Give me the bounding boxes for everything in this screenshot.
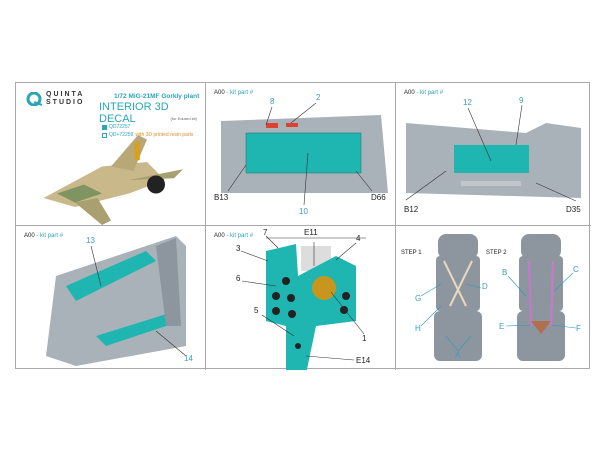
header-note: - kit part # <box>226 90 254 96</box>
label-e11: E11 <box>304 228 318 237</box>
label-d35: D35 <box>566 205 581 214</box>
label-b12: B12 <box>404 205 419 214</box>
product-subtitle: (for Eduard kit) <box>170 116 197 121</box>
callout-g: G <box>415 294 422 303</box>
product-title: INTERIOR 3D DECAL <box>99 101 169 125</box>
header-code: A00 <box>214 233 225 239</box>
callout-6: 6 <box>236 274 241 283</box>
header-note: - kit part # <box>36 233 64 239</box>
logo-icon <box>26 92 42 106</box>
header-note: - kit part # <box>226 233 254 239</box>
callout-8: 8 <box>270 97 275 106</box>
step-2-label: STEP 2 <box>486 250 507 256</box>
header-code: A00 <box>214 90 225 96</box>
label-d66: D66 <box>371 193 386 202</box>
instrument-panel-panel: A00 - kit part # E11 E14 7 3 6 5 4 1 <box>206 226 396 370</box>
aircraft-image <box>43 135 183 225</box>
callout-b: B <box>502 268 508 277</box>
instrument-panel-image <box>240 235 366 370</box>
callout-5: 5 <box>254 306 259 315</box>
brand-line2: STUDIO <box>46 99 85 106</box>
header-code: A00 <box>404 90 415 96</box>
callout-f: F <box>576 324 581 333</box>
header-note: - kit part # <box>416 90 444 96</box>
ejection-seat-image <box>420 234 577 361</box>
side-console-right-panel: A00 - kit part # 12 9 B12 D35 <box>396 83 591 226</box>
panel-header: A00 - kit part # <box>404 90 443 96</box>
cockpit-tub-panel: A00 - kit part # 13 14 <box>16 226 206 370</box>
label-e14: E14 <box>356 356 371 365</box>
option-code: QD+72259 <box>109 132 134 138</box>
right-console-image <box>405 104 581 202</box>
callout-d: D <box>482 282 488 291</box>
checkbox-icon <box>102 132 107 138</box>
left-console-image <box>221 102 388 206</box>
callout-9: 9 <box>519 96 524 105</box>
option-note: with 3D printed resin parts <box>135 132 194 138</box>
callout-3: 3 <box>236 244 241 253</box>
callout-2: 2 <box>316 93 321 102</box>
option-qd72257: QD72257 <box>102 124 130 130</box>
callout-c: C <box>573 265 579 274</box>
option-code: QD72257 <box>109 124 131 130</box>
callout-a: A <box>455 351 461 360</box>
callout-12: 12 <box>463 98 472 107</box>
brand-line1: QUINTA <box>46 91 85 98</box>
ejection-seat-panel: STEP 1 STEP 2 G D H A B C E F <box>396 226 591 370</box>
step-1-label: STEP 1 <box>401 250 422 256</box>
header-code: A00 <box>24 233 35 239</box>
product-scale-title: 1/72 MiG-21MF Gorkly plant <box>114 93 200 100</box>
panel-header: A00 - kit part # <box>214 233 253 239</box>
callout-13: 13 <box>86 236 95 245</box>
label-b13: B13 <box>214 193 229 202</box>
panel-header: A00 - kit part # <box>214 90 253 96</box>
callout-7: 7 <box>263 228 268 237</box>
checked-box-icon <box>102 124 107 130</box>
callout-1: 1 <box>362 334 367 343</box>
callout-4: 4 <box>356 234 361 243</box>
panel-header: A00 - kit part # <box>24 233 63 239</box>
callout-e: E <box>499 322 505 331</box>
callout-h: H <box>415 324 421 333</box>
callout-14: 14 <box>184 354 193 363</box>
callout-10: 10 <box>299 207 308 216</box>
side-console-left-panel: A00 - kit part # 8 2 10 B13 D66 <box>206 83 396 226</box>
cockpit-tub-image <box>46 236 187 366</box>
